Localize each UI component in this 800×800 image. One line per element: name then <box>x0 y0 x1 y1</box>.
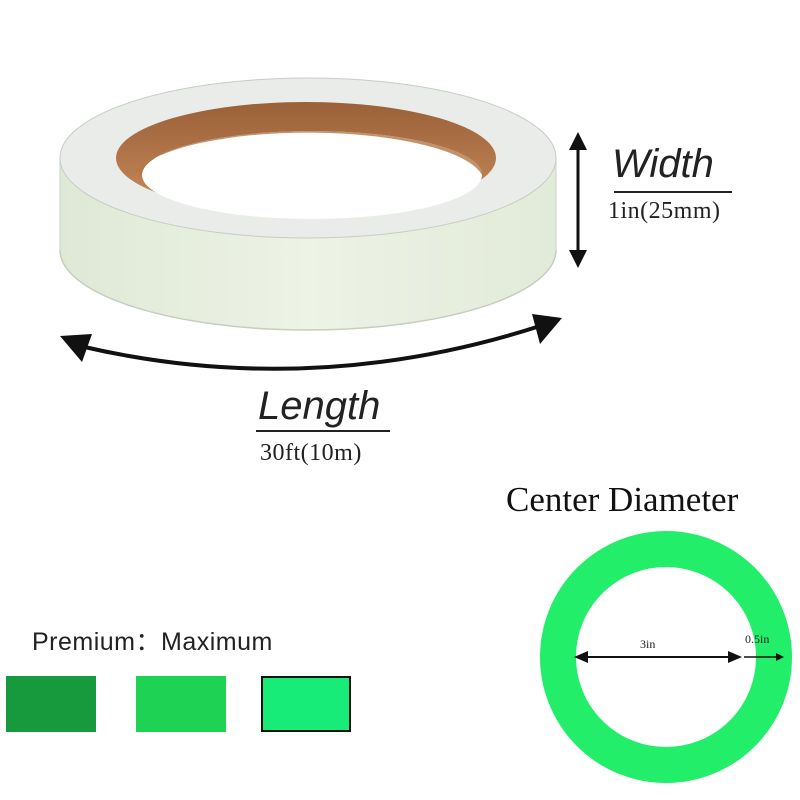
width-arrow-icon <box>569 132 587 268</box>
color-swatch-mid <box>136 676 226 732</box>
thickness-label: 0.5in <box>745 632 770 646</box>
color-swatch-premium <box>6 676 96 732</box>
premium-label: Premium：Maximum <box>32 628 273 656</box>
length-label: Length <box>258 384 381 428</box>
width-label: Width <box>612 142 714 186</box>
length-value: 30ft(10m) <box>260 440 362 466</box>
center-diameter-ring <box>540 531 792 783</box>
color-swatch-maximum <box>261 676 351 732</box>
length-arrow-icon <box>60 314 562 371</box>
width-divider <box>614 191 732 193</box>
inner-diameter-label: 3in <box>640 637 656 651</box>
core-hole <box>142 131 482 219</box>
center-diameter-title: Center Diameter <box>506 480 739 519</box>
length-divider <box>256 430 390 432</box>
width-value: 1in(25mm) <box>608 198 721 224</box>
